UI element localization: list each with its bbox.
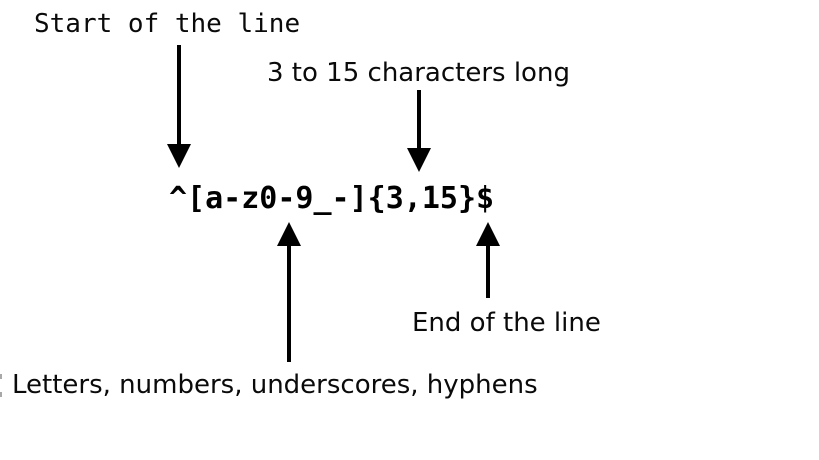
arrow-shaft <box>417 90 421 150</box>
arrow-head-up-icon <box>277 222 301 246</box>
arrow-shaft <box>486 244 490 298</box>
edge-artifact <box>0 392 2 397</box>
arrow-shaft <box>287 244 291 362</box>
arrow-head-down-icon <box>167 144 191 168</box>
label-length-constraint: 3 to 15 characters long <box>267 58 570 88</box>
label-end-of-line: End of the line <box>412 308 601 338</box>
regex-pattern: ^[a-z0-9_-]{3,15}$ <box>169 181 495 216</box>
edge-artifact <box>0 374 2 379</box>
label-character-set: Letters, numbers, underscores, hyphens <box>12 370 538 400</box>
arrow-head-up-icon <box>476 222 500 246</box>
arrow-head-down-icon <box>407 148 431 172</box>
label-start-of-line: Start of the line <box>34 9 301 39</box>
arrow-shaft <box>177 45 181 146</box>
